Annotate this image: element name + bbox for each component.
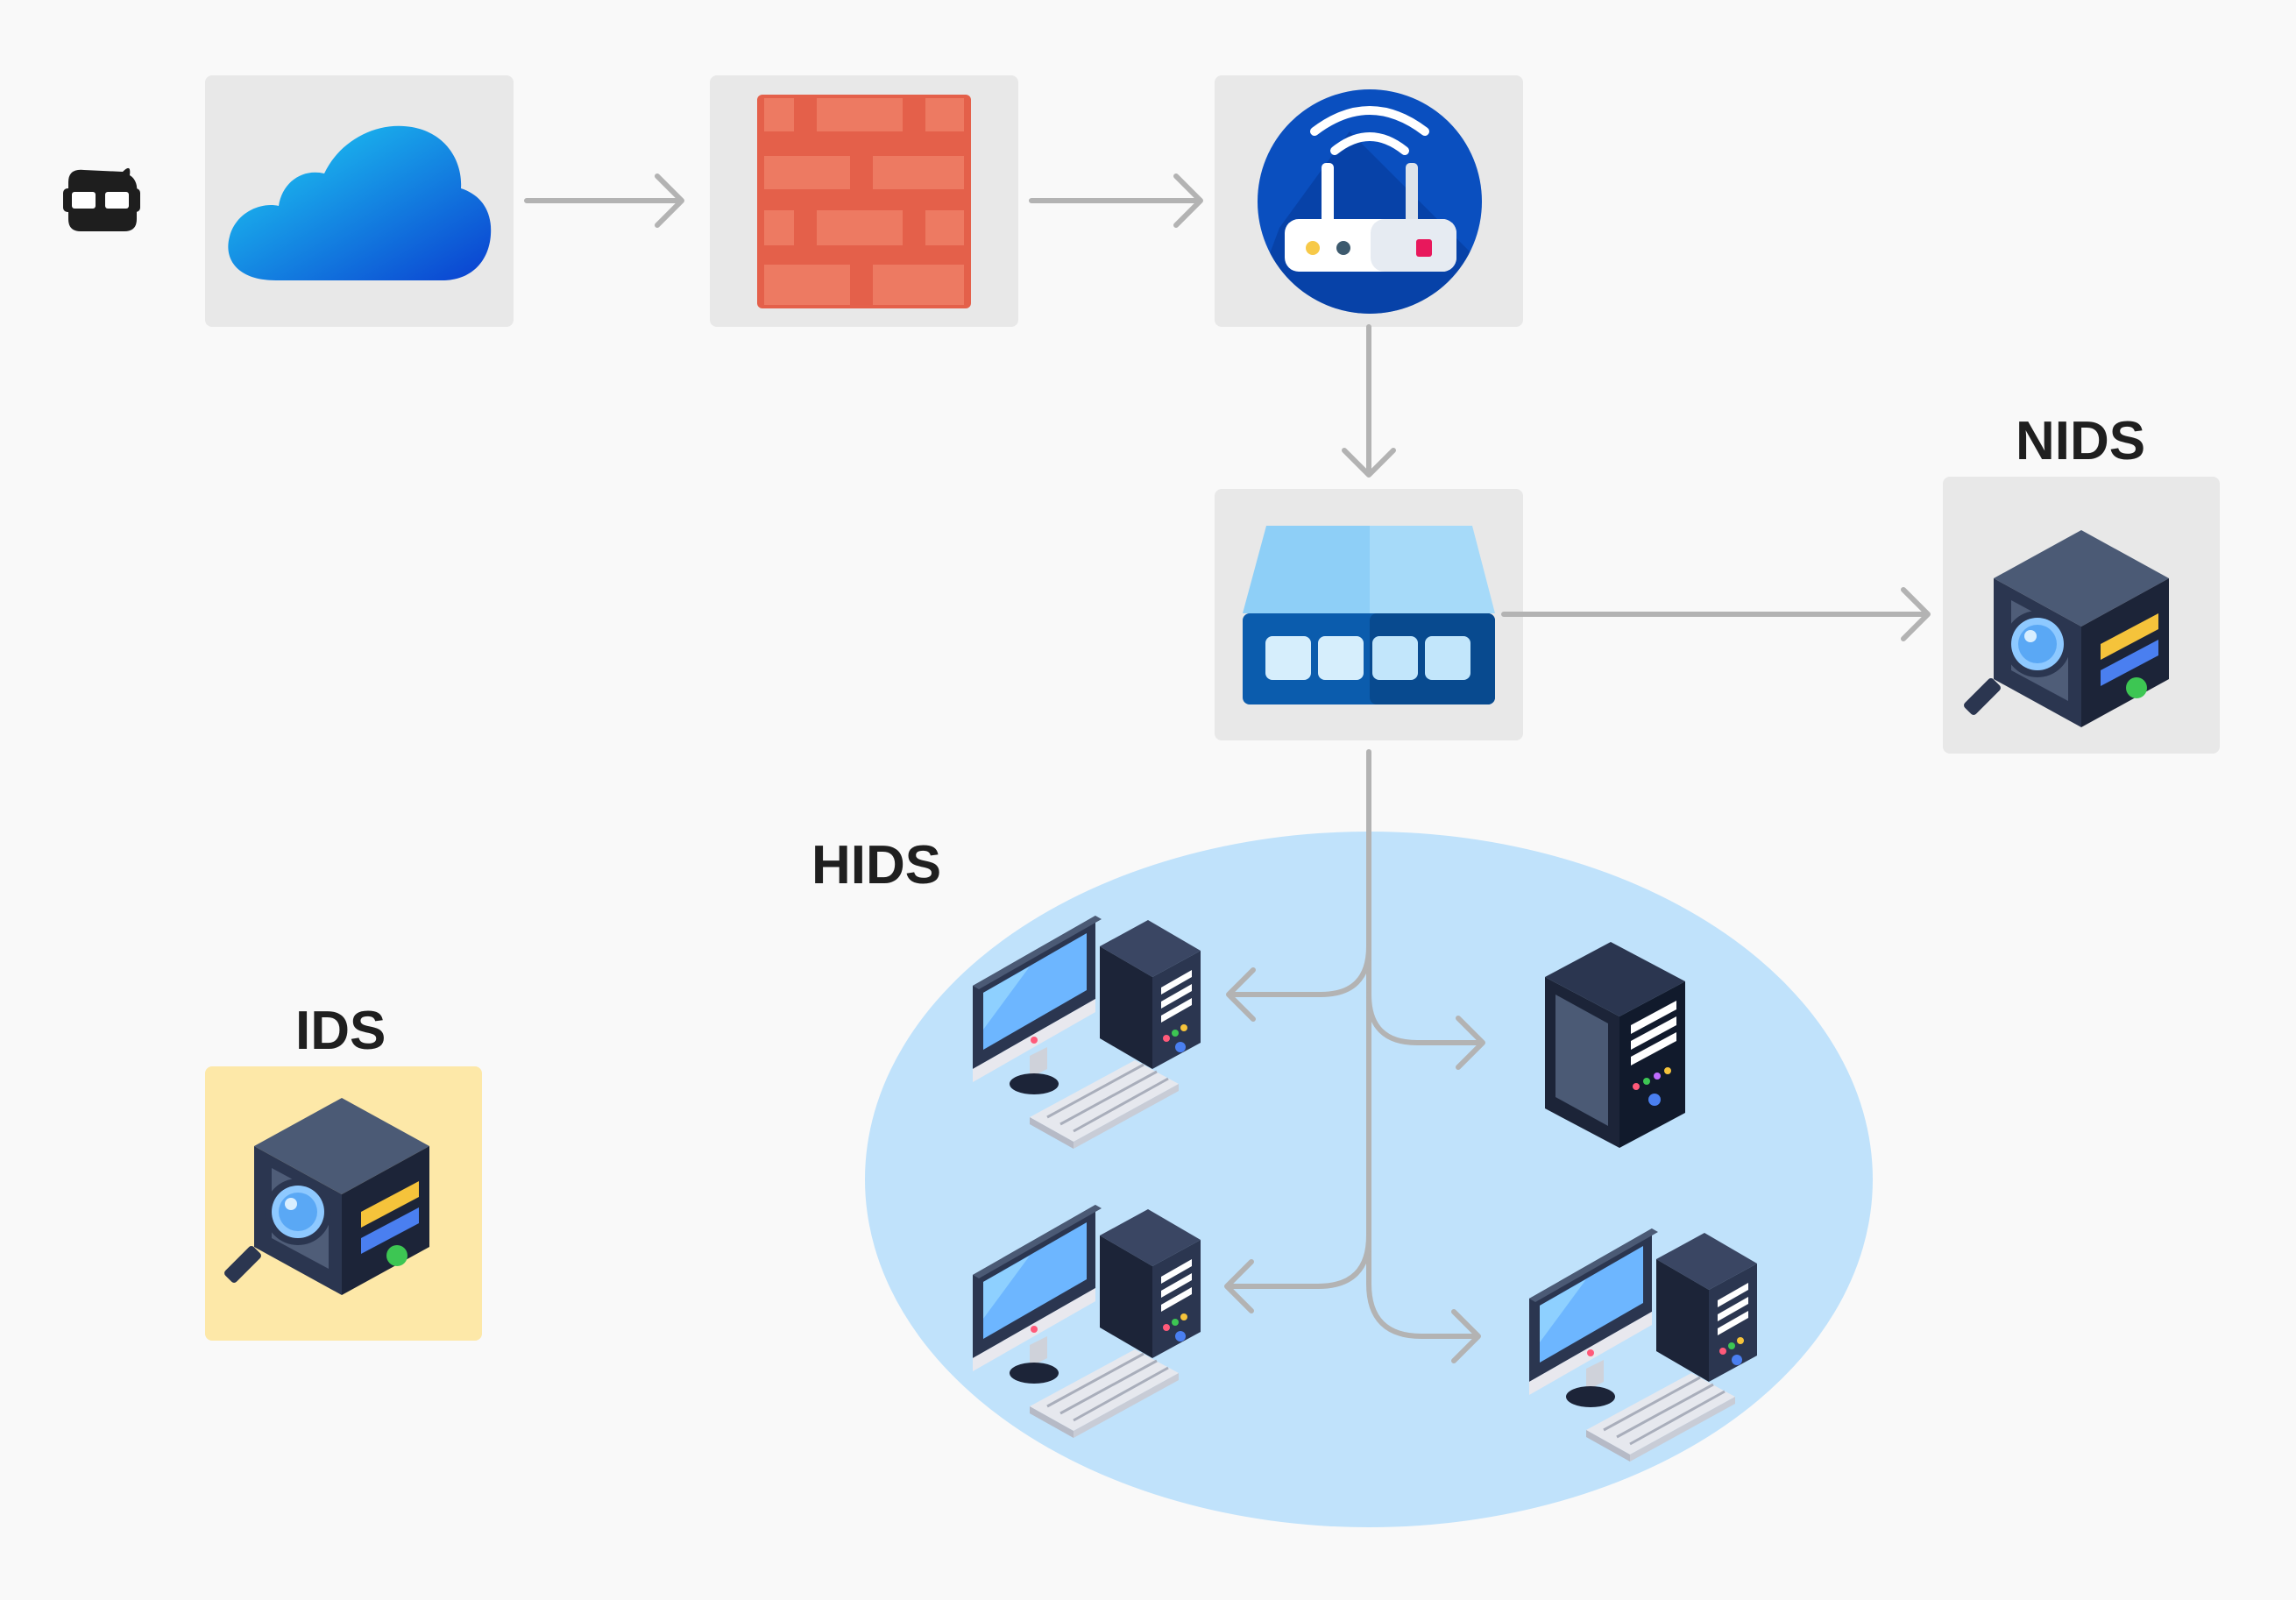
arrow-internet-firewall <box>524 173 684 228</box>
ids-label: IDS <box>295 1001 386 1061</box>
connectors <box>524 173 1931 1363</box>
cloud-icon <box>228 125 492 280</box>
arrow-to-host3 <box>1224 1233 1371 1313</box>
switch-icon <box>1243 526 1495 704</box>
arrow-switch-nids <box>1501 587 1931 641</box>
arrow-firewall-router <box>1029 173 1203 228</box>
host-server-icon <box>1545 942 1685 1148</box>
arrow-router-switch <box>1342 324 1396 478</box>
arrow-to-host4 <box>1366 1281 1481 1363</box>
hids-label: HIDS <box>811 835 942 896</box>
nids-label: NIDS <box>2016 411 2146 471</box>
attacker-icon <box>63 167 140 231</box>
firewall-icon <box>757 95 971 308</box>
arrow-to-host1 <box>1226 944 1371 1022</box>
arrow-to-host2 <box>1366 992 1485 1070</box>
